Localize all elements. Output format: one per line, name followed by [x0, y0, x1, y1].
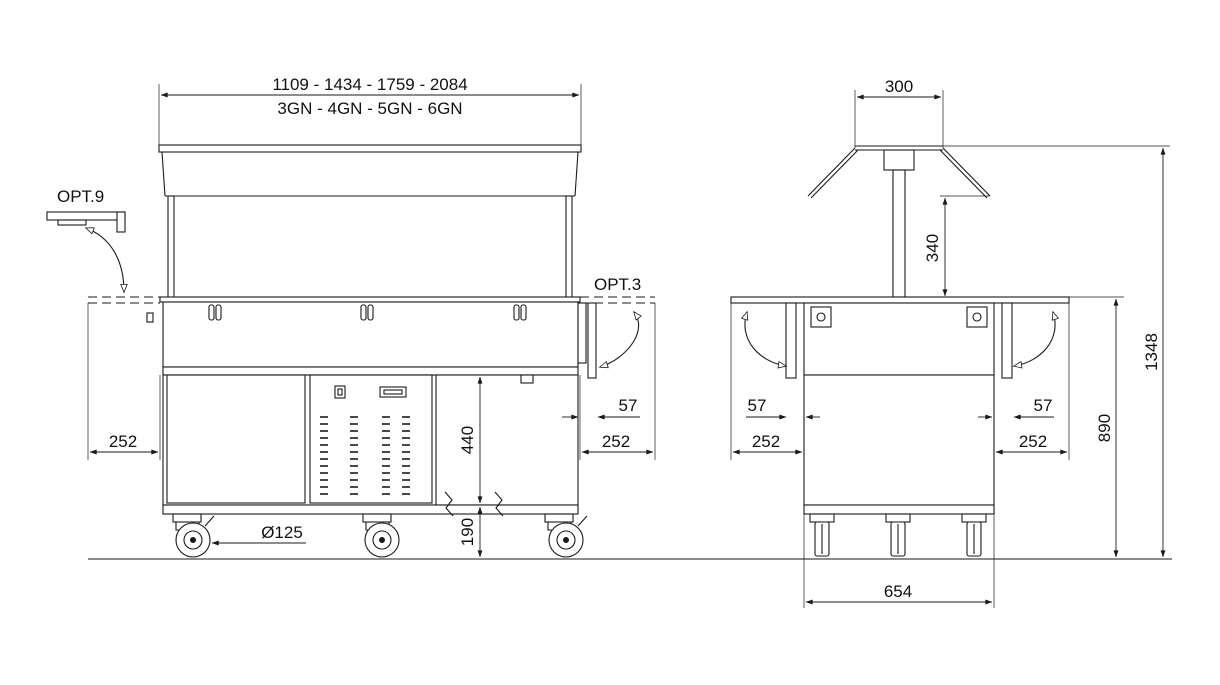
display-icon [379, 386, 407, 398]
side-left-fold-arrow [740, 310, 788, 369]
side-right-252-label: 252 [1019, 432, 1047, 451]
canopy [807, 145, 991, 298]
side-left-252-label: 252 [752, 432, 780, 451]
right-shelf-252-label: 252 [602, 432, 630, 451]
left-shelf-252-label: 252 [109, 432, 137, 451]
top-width-gn-label: 3GN - 4GN - 5GN - 6GN [277, 99, 462, 118]
side-tank [803, 302, 995, 376]
break-mark-right [494, 491, 504, 517]
caster-wheel-right [544, 513, 588, 558]
side-counter-top [730, 296, 1070, 304]
top-width-sizes-label: 1109 - 1434 - 1759 - 2084 [272, 75, 467, 94]
side-view: 300 340 [730, 77, 1170, 608]
well-handle-1 [208, 304, 222, 321]
caster-wheel-left [172, 513, 215, 558]
side-caster-center [885, 513, 911, 557]
opt3-label: OPT.3 [594, 275, 641, 294]
opt9-label: OPT.9 [57, 187, 104, 206]
power-switch-icon [334, 385, 346, 399]
side-right-fold-arrow [1012, 310, 1060, 369]
ventilation-grille [320, 416, 411, 495]
right-shelf-57-label: 57 [619, 396, 638, 415]
side-left-57-label: 57 [748, 396, 767, 415]
canopy-300-label: 300 [885, 77, 913, 96]
right-tray-shelf [520, 296, 656, 460]
opt9-detail [46, 211, 126, 233]
wheel-diameter-label: Ø125 [261, 523, 303, 542]
side-height-1348-label: 1348 [1142, 333, 1161, 371]
control-panel [309, 374, 433, 504]
left-tray-shelf [87, 296, 160, 460]
cabinet-door [166, 374, 306, 504]
cabinet-base [162, 504, 579, 515]
opt3-fold-arrow [598, 310, 642, 369]
opt9-fold-arrow [84, 227, 128, 294]
cabinet-height-440-label: 440 [458, 426, 477, 454]
side-right-shelf [1001, 302, 1070, 460]
front-view: 1109 - 1434 - 1759 - 2084 3GN - 4GN - 5G… [46, 75, 656, 558]
counter-top [159, 296, 581, 303]
side-height-890-label: 890 [1095, 414, 1114, 442]
side-caster-right [961, 513, 987, 557]
side-connector-right [966, 306, 988, 328]
side-connector-left [810, 306, 832, 328]
caster-wheel-center [362, 513, 400, 558]
side-cabinet [803, 374, 995, 506]
sneeze-guard [158, 144, 582, 299]
wheel-height-190-label: 190 [458, 518, 477, 546]
side-right-57-label: 57 [1034, 396, 1053, 415]
canopy-340-label: 340 [923, 234, 942, 262]
well-handle-2 [360, 304, 374, 321]
well-handle-3 [513, 304, 527, 321]
side-depth-654-label: 654 [884, 582, 912, 601]
side-caster-left [809, 513, 835, 557]
break-mark-left [444, 491, 454, 517]
